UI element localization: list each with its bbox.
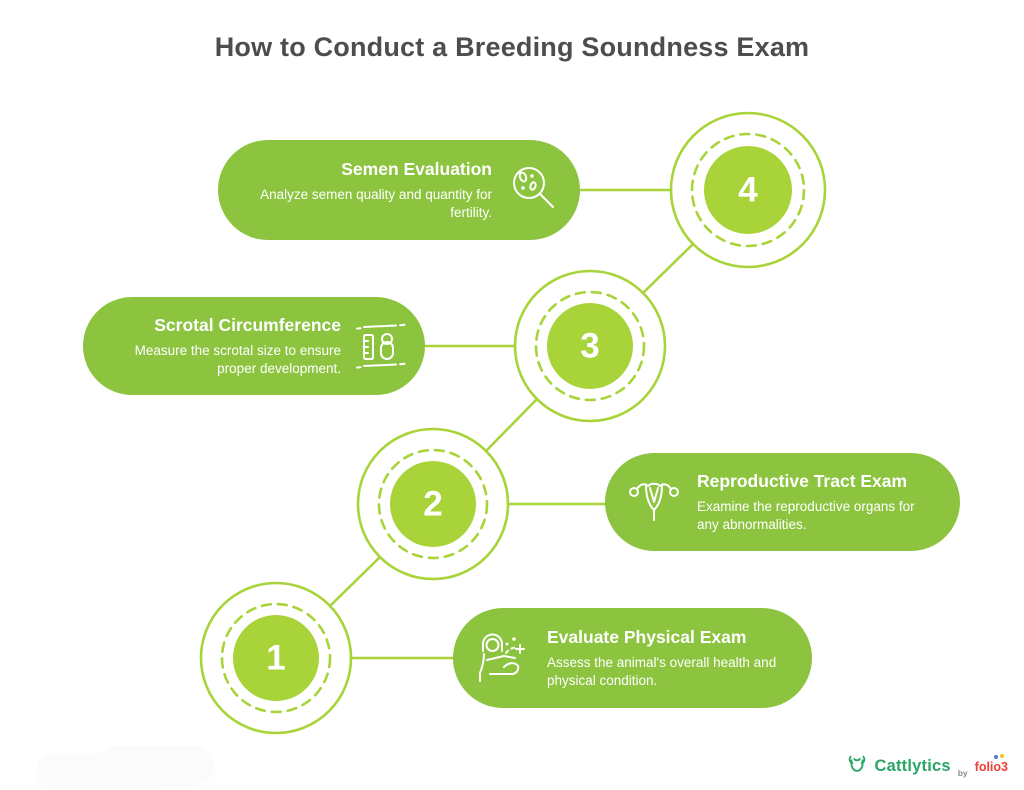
card-title: Evaluate Physical Exam bbox=[547, 626, 747, 647]
physical-exam-icon bbox=[471, 627, 533, 689]
step-node-2 bbox=[356, 427, 510, 581]
card-description: Measure the scrotal size to ensure prope… bbox=[134, 342, 341, 376]
step-node-4 bbox=[669, 111, 827, 269]
step-card-reproductive-tract-exam: Reproductive Tract Exam Examine the repr… bbox=[605, 453, 960, 551]
connector-lines bbox=[328, 188, 695, 660]
step-number-3: 3 bbox=[580, 326, 600, 366]
folio3-dot-yellow bbox=[1000, 753, 1004, 758]
brand-name: Cattlytics bbox=[874, 757, 951, 775]
card-description: Examine the reproductive organs for any … bbox=[697, 498, 915, 532]
step-card-scrotal-circumference: Scrotal Circumference Measure the scrota… bbox=[83, 297, 425, 395]
step-number-4: 4 bbox=[738, 170, 758, 210]
partner-name: folio3 bbox=[974, 759, 1008, 774]
step-card-evaluate-physical-exam: Evaluate Physical Exam Assess the animal… bbox=[453, 608, 812, 708]
step-node-3 bbox=[513, 269, 667, 423]
partner-logo: folio3 bbox=[974, 753, 1008, 776]
card-title: Scrotal Circumference bbox=[154, 314, 341, 335]
reproductive-tract-icon bbox=[625, 473, 683, 531]
scrotal-measure-icon bbox=[355, 320, 407, 372]
footer-logo: Cattlytics by folio3 bbox=[846, 753, 1008, 780]
watermark-blob bbox=[98, 746, 214, 786]
cattlytics-logo-icon bbox=[846, 753, 868, 780]
card-title: Reproductive Tract Exam bbox=[697, 470, 908, 491]
card-title: Semen Evaluation bbox=[341, 158, 492, 179]
semen-analysis-icon bbox=[506, 163, 560, 217]
step-number-1: 1 bbox=[266, 638, 286, 678]
step-node-1 bbox=[199, 581, 353, 735]
card-description: Analyze semen quality and quantity for f… bbox=[260, 186, 492, 220]
page-title: How to Conduct a Breeding Soundness Exam bbox=[214, 32, 810, 62]
step-number-2: 2 bbox=[423, 484, 443, 524]
by-label: by bbox=[957, 768, 968, 778]
step-card-semen-evaluation: Semen Evaluation Analyze semen quality a… bbox=[218, 140, 580, 240]
folio3-dot-blue bbox=[994, 754, 998, 759]
card-description: Assess the animal's overall health and p… bbox=[547, 654, 777, 688]
